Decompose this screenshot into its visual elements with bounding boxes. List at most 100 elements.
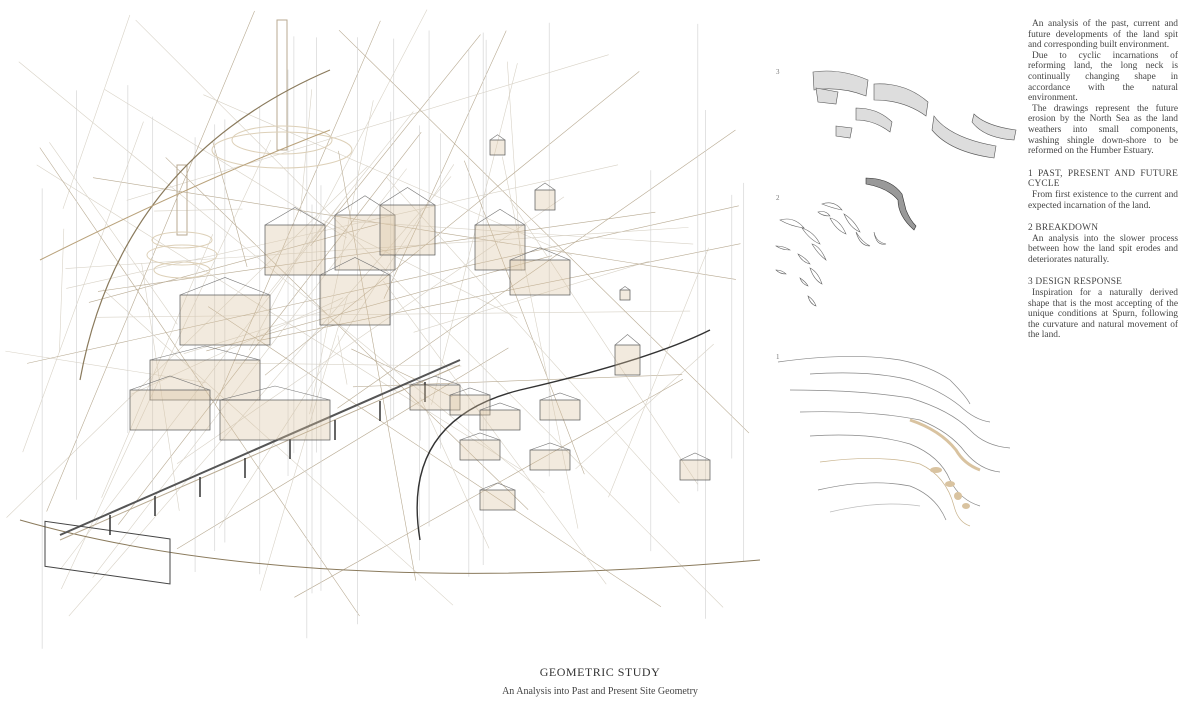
ring bbox=[153, 261, 211, 279]
construction-line bbox=[49, 142, 178, 325]
construction-line bbox=[608, 247, 709, 498]
construction-line bbox=[141, 262, 180, 511]
section-heading: 1 PAST, PRESENT AND FUTURE CYCLE bbox=[1028, 168, 1178, 190]
building-volume bbox=[529, 449, 571, 471]
roof-outline bbox=[179, 277, 271, 296]
construction-line bbox=[203, 94, 573, 256]
intro-paragraph: Due to cyclic incarnations of reforming … bbox=[1028, 50, 1178, 104]
intro-paragraph: An analysis of the past, current and fut… bbox=[1028, 19, 1178, 51]
building-volume bbox=[409, 384, 461, 411]
construction-line bbox=[61, 139, 272, 590]
study-label-3: 3 bbox=[776, 68, 780, 76]
construction-line bbox=[62, 14, 131, 209]
construction-line bbox=[66, 164, 619, 289]
roof-outline bbox=[614, 334, 641, 346]
roof-outline bbox=[129, 375, 211, 391]
building-volume bbox=[614, 344, 641, 376]
construction-line bbox=[5, 350, 206, 383]
building-volume bbox=[619, 289, 631, 301]
building-volume bbox=[219, 399, 331, 441]
building-volume bbox=[179, 294, 271, 346]
construction-line bbox=[101, 234, 214, 498]
construction-line bbox=[208, 306, 662, 607]
construction-line bbox=[154, 208, 243, 212]
roof-outline bbox=[149, 345, 261, 361]
roof-outline bbox=[489, 134, 506, 141]
study-1-land-cycle bbox=[777, 356, 1011, 527]
intro-paragraph: The drawings represent the future erosio… bbox=[1028, 103, 1178, 157]
construction-line bbox=[165, 157, 529, 510]
pier bbox=[59, 359, 461, 536]
construction-line bbox=[386, 177, 680, 504]
tower bbox=[176, 164, 188, 236]
roof-outline bbox=[319, 257, 391, 276]
building-volume bbox=[679, 459, 711, 481]
section-heading: 3 DESIGN RESPONSE bbox=[1028, 277, 1123, 288]
building-volume bbox=[474, 224, 526, 271]
roof-outline bbox=[509, 247, 571, 261]
construction-line bbox=[265, 111, 414, 298]
construction-line bbox=[431, 63, 518, 405]
construction-line bbox=[337, 129, 736, 409]
construction-line bbox=[507, 61, 522, 271]
construction-line bbox=[176, 196, 565, 464]
study-label-1: 1 bbox=[776, 353, 780, 361]
construction-line bbox=[22, 121, 144, 453]
building-volume bbox=[534, 189, 556, 211]
building-volume bbox=[479, 489, 516, 511]
construction-line bbox=[92, 168, 407, 578]
roof-outline bbox=[479, 482, 516, 491]
roof-outline bbox=[539, 392, 581, 401]
construction-line bbox=[259, 295, 348, 591]
construction-line bbox=[382, 280, 607, 585]
construction-line bbox=[413, 260, 650, 333]
building-volume bbox=[319, 274, 391, 326]
building-volume bbox=[509, 259, 571, 296]
construction-line bbox=[97, 211, 656, 292]
roof-outline bbox=[529, 442, 571, 451]
roof-outline bbox=[679, 452, 711, 461]
roof-outline bbox=[334, 195, 396, 216]
construction-line bbox=[46, 10, 255, 512]
section-body: Inspiration for a naturally derived shap… bbox=[1028, 288, 1178, 341]
shoreline-curve bbox=[19, 519, 761, 574]
construction-line bbox=[248, 9, 428, 351]
pier-platform bbox=[44, 520, 171, 585]
roof-outline bbox=[534, 182, 556, 191]
construction-line bbox=[65, 227, 689, 269]
shoreline-curve bbox=[416, 329, 711, 541]
construction-line bbox=[104, 89, 347, 239]
construction-line bbox=[464, 160, 585, 475]
construction-line bbox=[92, 177, 736, 280]
construction-line bbox=[212, 140, 248, 267]
construction-line bbox=[351, 221, 694, 245]
building-volume bbox=[264, 224, 326, 276]
construction-line bbox=[176, 347, 509, 550]
construction-line bbox=[309, 100, 374, 415]
construction-line bbox=[352, 374, 683, 388]
study-3-design-response bbox=[812, 70, 1017, 159]
construction-line bbox=[36, 164, 525, 472]
curve bbox=[79, 69, 331, 381]
ring bbox=[151, 231, 213, 249]
building-volume bbox=[379, 204, 436, 256]
tower bbox=[276, 19, 288, 151]
roof-outline bbox=[474, 208, 526, 226]
building-volume bbox=[129, 389, 211, 431]
construction-line bbox=[206, 255, 553, 352]
section-body: From first existence to the current and … bbox=[1028, 189, 1178, 211]
construction-line bbox=[214, 20, 381, 406]
section-body: An analysis into the slower process betw… bbox=[1028, 233, 1178, 265]
ring bbox=[146, 244, 218, 266]
roof-outline bbox=[379, 187, 436, 206]
ring bbox=[211, 131, 353, 169]
construction-line bbox=[131, 297, 344, 395]
construction-line bbox=[509, 199, 699, 485]
construction-line bbox=[59, 228, 65, 353]
construction-line bbox=[235, 362, 462, 367]
construction-line bbox=[264, 71, 640, 376]
construction-line bbox=[338, 29, 750, 434]
building-volume bbox=[459, 439, 501, 461]
construction-line bbox=[183, 298, 363, 354]
roof-outline bbox=[409, 375, 461, 386]
